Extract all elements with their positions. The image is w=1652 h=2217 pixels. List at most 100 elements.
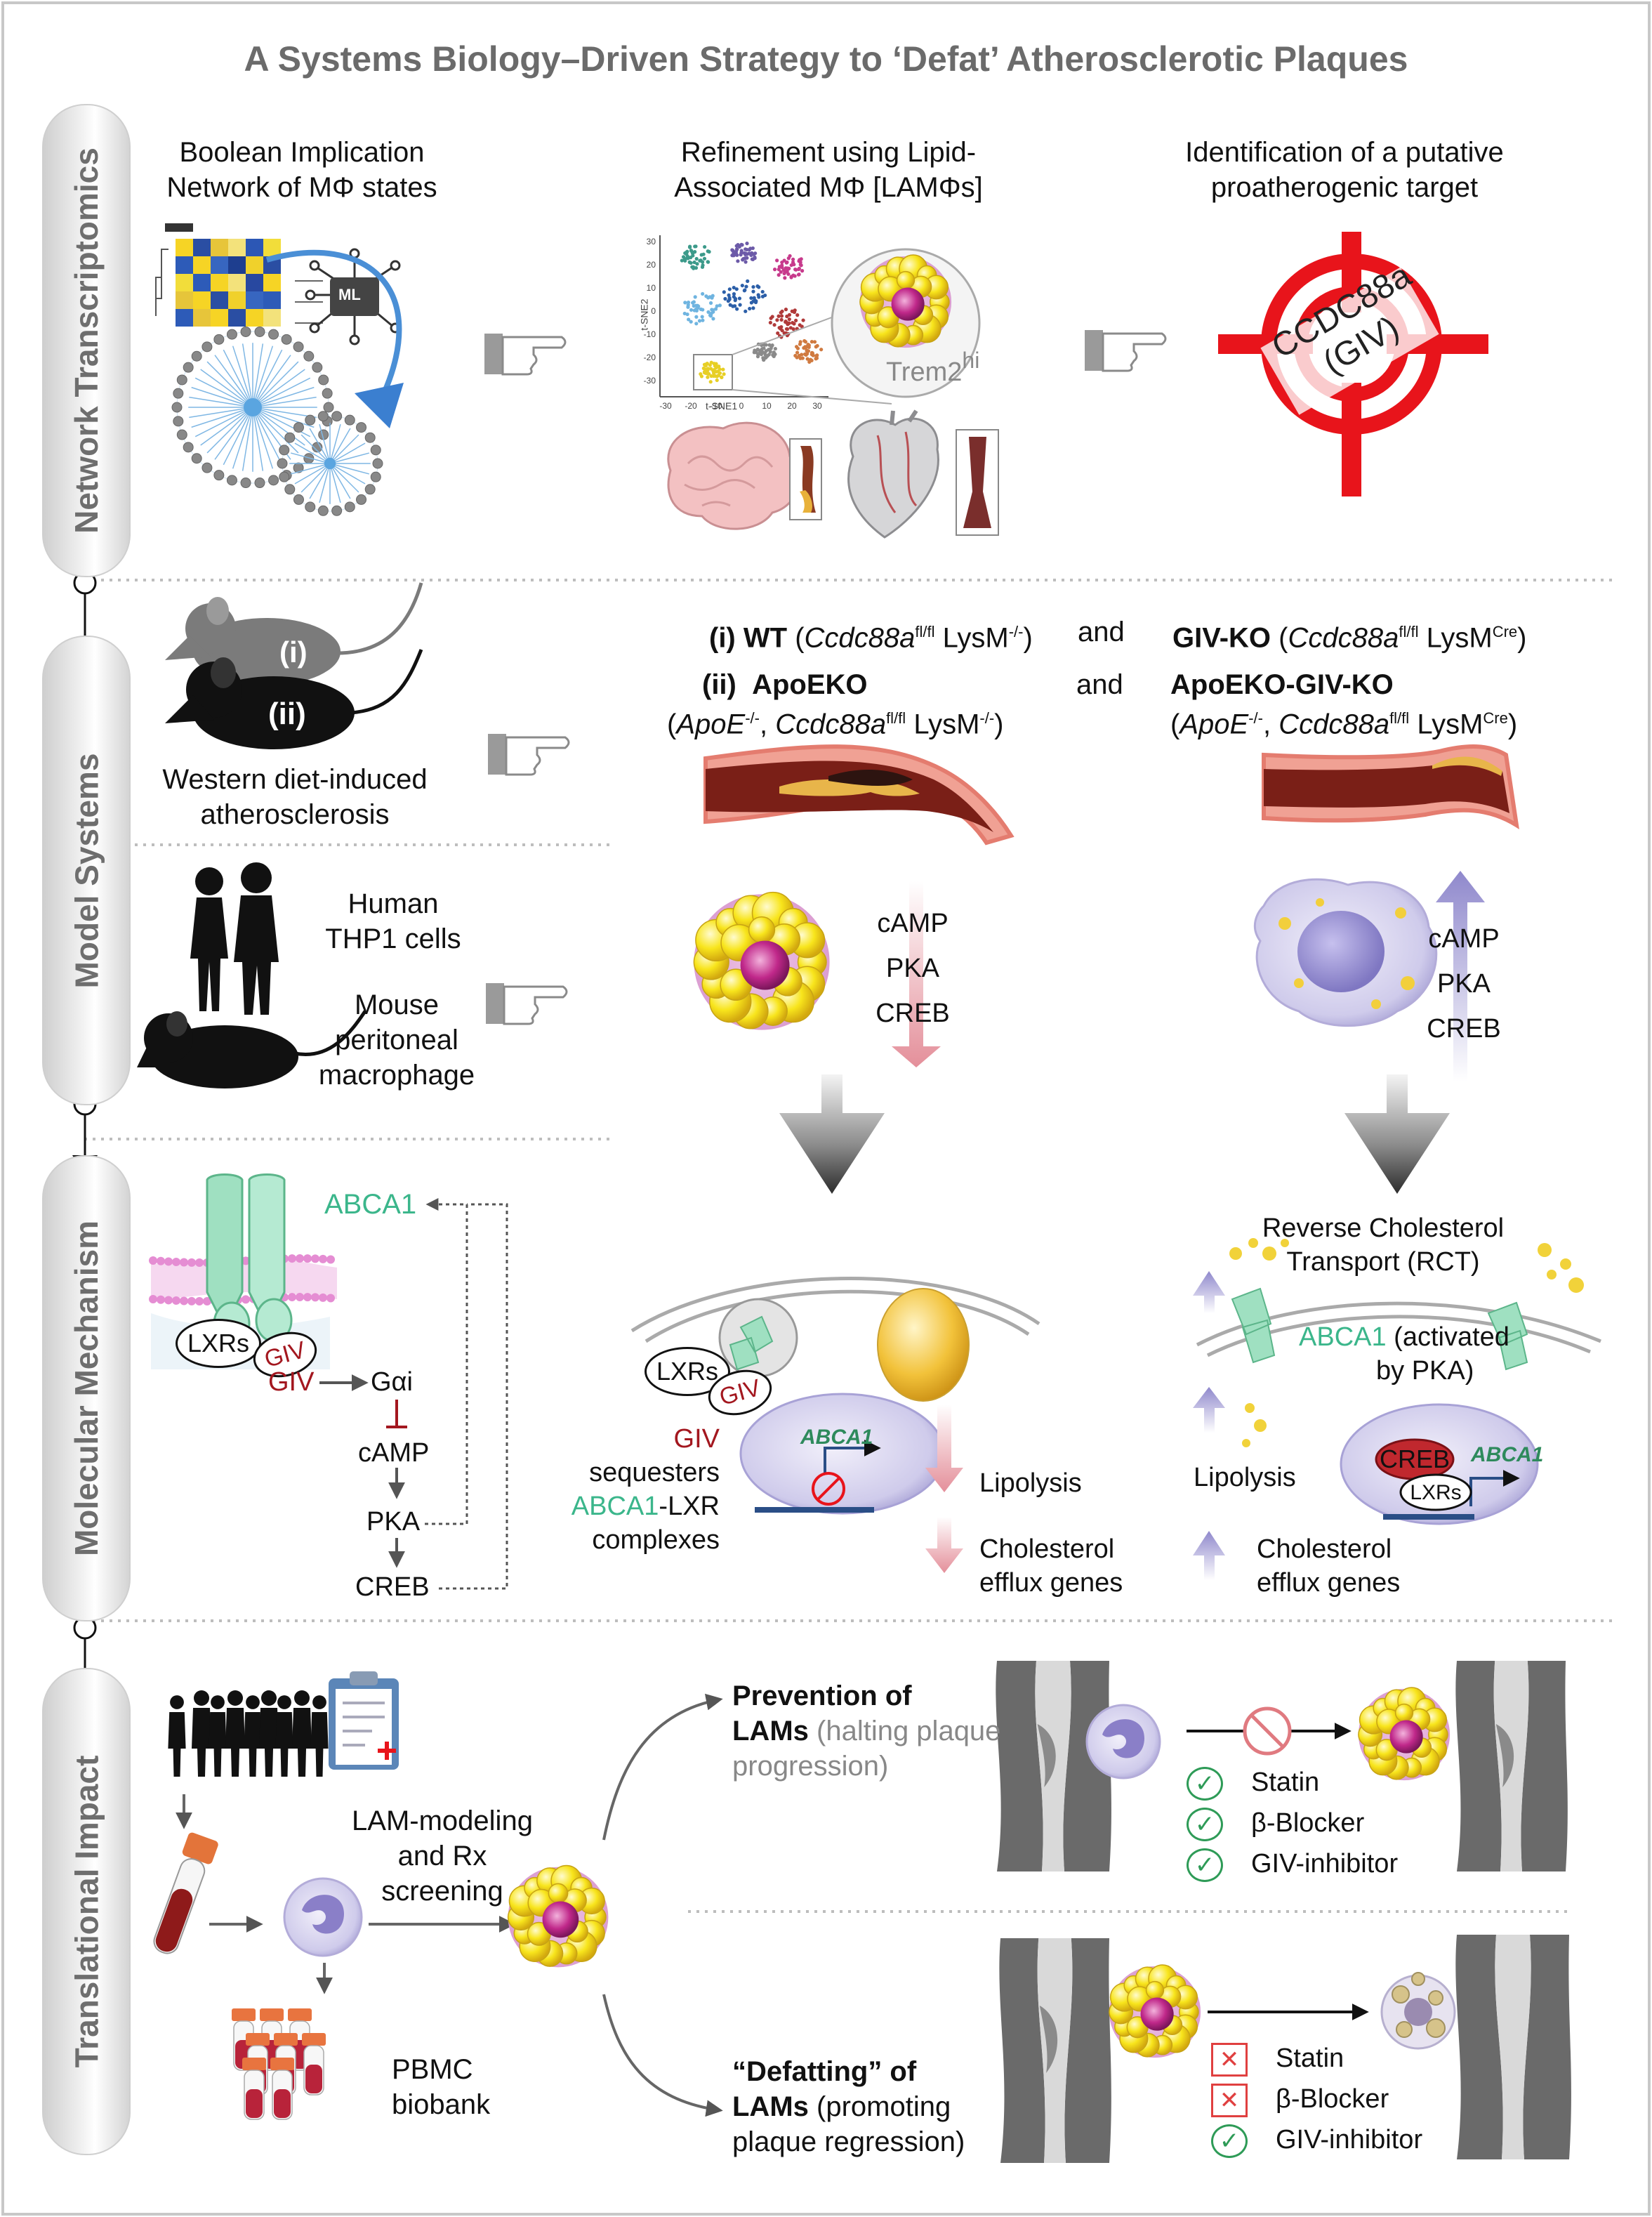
defat-lam-icon — [1109, 1964, 1201, 2058]
mouse-ii-label: (ii) — [268, 697, 306, 731]
drug-row: ✓ Statin — [1187, 1765, 1319, 1801]
section-translational-impact: Translational Impact — [42, 1668, 131, 2155]
curved-arrow — [265, 249, 402, 405]
and-label-2: and — [1076, 669, 1123, 700]
and-label-1: and — [1078, 617, 1125, 647]
radial-network-icon — [171, 326, 383, 516]
mid-abca1-gene: ABCA1 — [800, 1426, 873, 1449]
healthy-macrophage-icon — [1253, 878, 1438, 1027]
apoeko-givko-name: ApoEKO-GIV-KO — [1170, 669, 1394, 700]
apoeko-name: (ii) ApoEKO — [702, 669, 868, 700]
section-dividers — [84, 579, 1615, 1913]
defatting-label: “Defatting” of LAMs (promoting plaque re… — [732, 2056, 965, 2157]
heart-icon — [847, 409, 999, 539]
mid-mechanism-cell — [630, 1277, 1040, 1573]
apoeko-genotype: (ApoE-/-, Ccdc88afl/fl LysM-/-) — [667, 709, 1004, 740]
section-label: Model Systems — [68, 753, 105, 988]
tsne-ytick: 30 — [647, 237, 656, 246]
tsne-ylabel: t-SNE2 — [638, 298, 650, 331]
ccdc88a-target-icon — [1218, 232, 1488, 496]
defatted-cell-icon — [1380, 1972, 1456, 2050]
lipolysis-right-label: Lipolysis — [1194, 1463, 1296, 1492]
givko-genotype: GIV-KO (Ccdc88afl/fl LysMCre) — [1172, 622, 1527, 654]
drug-row: ✓GIV-inhibitor — [1187, 1847, 1398, 1882]
drug-name: β-Blocker — [1276, 2084, 1389, 2114]
drug-row: ✕ Statin — [1211, 2041, 1344, 2077]
creb-label: CREB — [355, 1572, 430, 1602]
figure-title: A Systems Biology–Driven Strategy to ‘De… — [244, 39, 1408, 79]
tsne-xtick: 20 — [787, 401, 797, 411]
lxrs-oval: LXRs — [176, 1319, 261, 1368]
tsne-xtick: 10 — [762, 401, 772, 411]
mouse-i-label: (i) — [279, 636, 308, 669]
drug-row: ✓ β-Blocker — [1187, 1806, 1364, 1841]
black-mouse-small-icon — [137, 1010, 367, 1088]
check-icon: ✓ — [1187, 1807, 1223, 1841]
right-outcome-arrow — [1344, 1074, 1450, 1194]
prevention-label: Prevention of LAMs (halting plaque progr… — [732, 1680, 1001, 1782]
down-signal-arrow — [892, 881, 941, 1067]
pka-label: PKA — [366, 1507, 421, 1537]
tsne-ytick: -10 — [644, 329, 656, 339]
lam-translational-icon — [507, 1864, 609, 1968]
wt-genotype: (i) WT (Ccdc88afl/fl LysM-/-) — [709, 622, 1033, 654]
branch-arrow-down — [602, 1994, 723, 2117]
black-mouse-icon — [165, 649, 423, 749]
section-molecular-mechanism: Molecular Mechanism — [42, 1155, 131, 1621]
drug-row: ✓ GIV-inhibitor — [1211, 2123, 1422, 2158]
drug-name: GIV-inhibitor — [1276, 2125, 1423, 2154]
abca1-activated-label: ABCA1 (activated by PKA) — [1299, 1322, 1509, 1386]
heatmap-icon — [155, 223, 323, 327]
tsne-ytick: 20 — [647, 260, 656, 270]
pointing-hand-icons — [484, 330, 1167, 1025]
check-icon: ✓ — [1187, 1766, 1223, 1801]
drug-name: GIV-inhibitor — [1251, 1849, 1399, 1879]
human-silhouette-icons — [190, 862, 279, 1015]
right-abca1-gene: ABCA1 — [1471, 1443, 1544, 1466]
tsne-ytick: 0 — [651, 306, 656, 316]
gai-label: Gαi — [371, 1367, 413, 1397]
right-creb-oval: CREB — [1379, 1445, 1451, 1473]
pbmc-biobank-icon — [232, 2008, 326, 2120]
plaque-artery-icon — [703, 744, 1015, 846]
ml-chip-label: ML — [338, 286, 361, 303]
check-icon: ✓ — [1211, 2124, 1248, 2158]
brain-icon — [667, 421, 822, 530]
cross-icon: ✕ — [1211, 2042, 1248, 2077]
tsne-xtick: -30 — [659, 401, 672, 411]
section-network-transcriptomics: Network Transcriptomics — [42, 104, 131, 577]
tsne-xtick: 30 — [812, 401, 822, 411]
camp-label: cAMP — [358, 1438, 430, 1468]
section-model-systems: Model Systems — [42, 636, 131, 1105]
giv-arrow-label: GIV — [268, 1367, 315, 1397]
giv-sequesters-text: GIV sequesters ABCA1-LXR complexes — [571, 1424, 720, 1555]
monocyte-icon — [283, 1877, 363, 1957]
clipboard-icon — [329, 1671, 399, 1770]
drug-name: Statin — [1276, 2044, 1344, 2073]
tsne-xlabel: t-SNE1 — [706, 400, 738, 412]
prevention-monocyte-icon — [1085, 1704, 1161, 1779]
trem2-label: Trem2hi — [886, 348, 980, 387]
tsne-ytick: 10 — [647, 283, 656, 293]
lipolysis-left-label: Lipolysis — [979, 1468, 1082, 1498]
up-signal-arrow — [1436, 871, 1485, 1081]
section-label: Translational Impact — [68, 1755, 105, 2068]
section-label: Molecular Mechanism — [68, 1220, 105, 1557]
tsne-ytick: -30 — [644, 376, 656, 386]
curved-arrow-head — [355, 383, 404, 428]
ml-chip-icon — [305, 248, 401, 346]
clean-artery-icon — [1262, 744, 1519, 829]
right-mechanism-cell — [1193, 1238, 1601, 1580]
drug-name: Statin — [1251, 1768, 1320, 1797]
drug-name: β-Blocker — [1251, 1808, 1365, 1838]
right-lxrs-oval: LXRs — [1410, 1481, 1462, 1504]
